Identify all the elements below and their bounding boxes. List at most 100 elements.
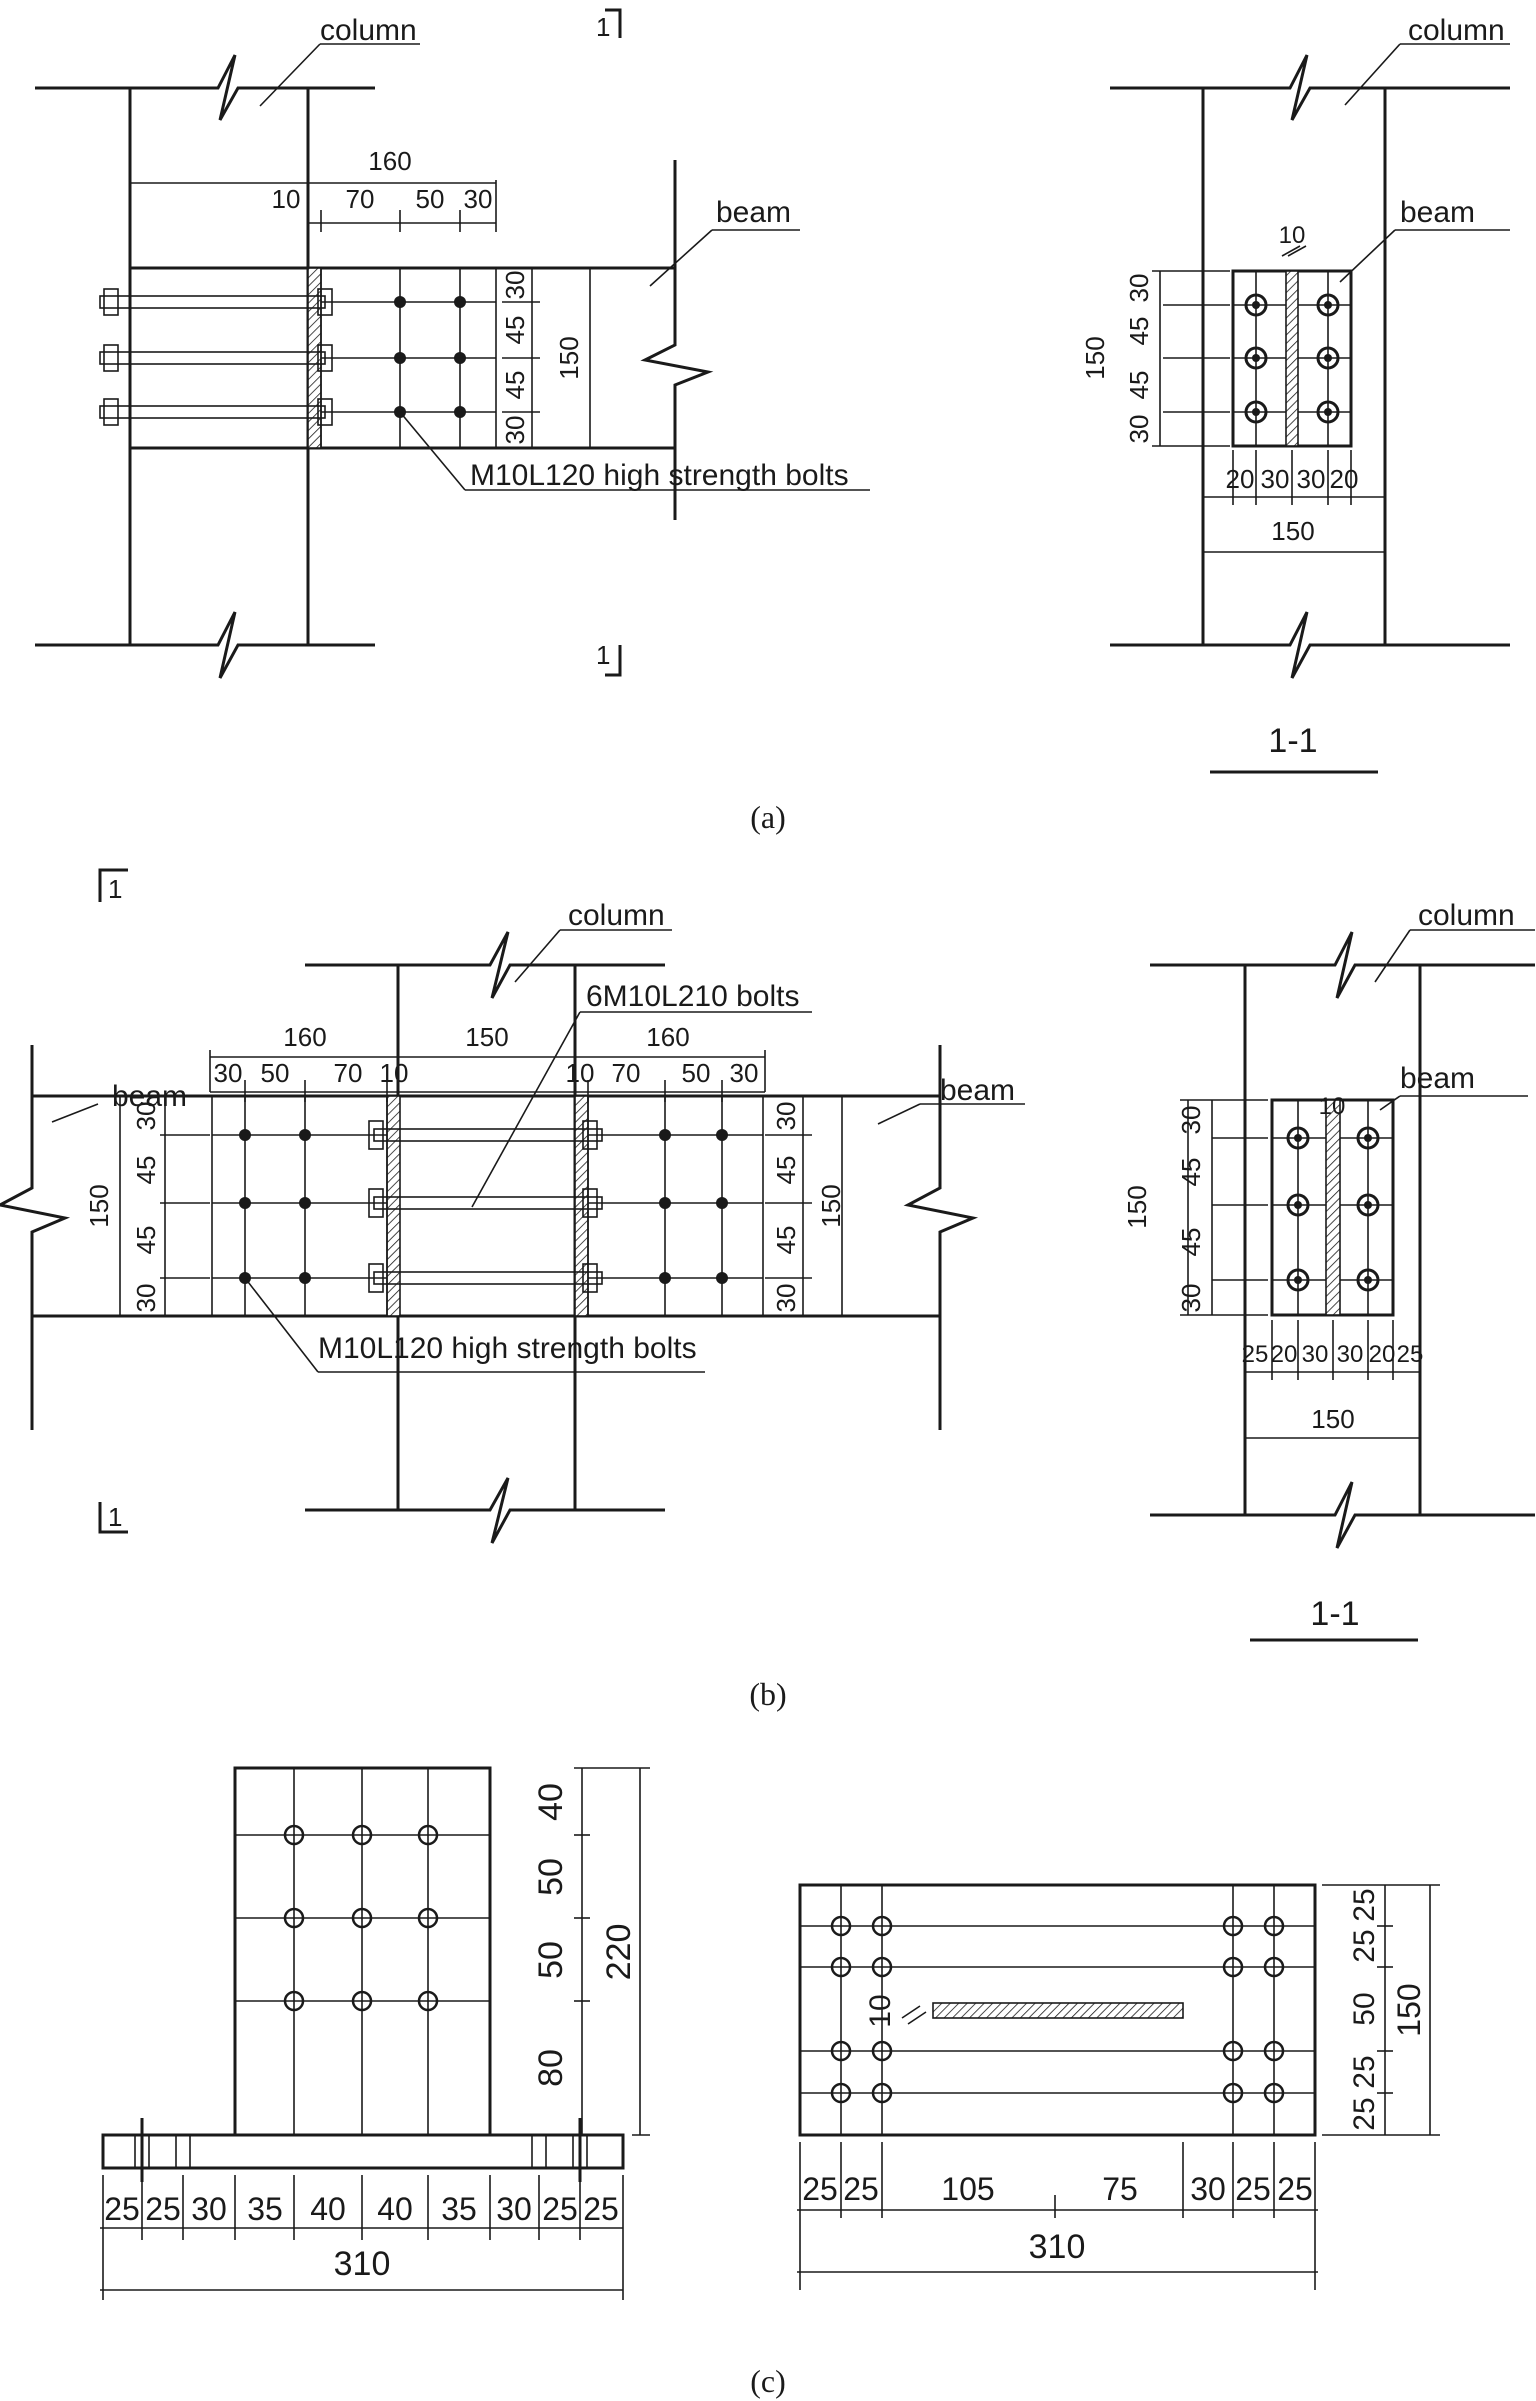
bolt-head [1356, 1126, 1380, 1150]
beam-web [1325, 1099, 1341, 1316]
stub-bolts [283, 1824, 439, 2012]
beam-label: beam [1400, 196, 1475, 229]
dim-d2: 20 [1271, 1341, 1298, 1368]
bolt-head [1244, 293, 1268, 317]
splice-plate-right [587, 1095, 764, 1317]
dim-d3: 50 [682, 1058, 711, 1088]
section-title: 1-1 [1310, 1595, 1359, 1633]
dim-d1: 30 [1176, 1106, 1206, 1135]
dim-d2: 50 [261, 1058, 290, 1088]
dim-d2: 70 [346, 184, 375, 214]
dims-bottom: 25 25 105 75 30 25 25 310 [797, 2142, 1318, 2290]
dims-bottom: 25 20 30 30 20 25 150 [1242, 1320, 1424, 1439]
bolt-hole [417, 1990, 439, 2012]
dim-d5: 30 [1190, 2171, 1226, 2207]
flange-bolts [134, 2118, 588, 2182]
dim-d3: 45 [500, 371, 530, 400]
column-break-top [1110, 54, 1510, 121]
caption-a: (a) [750, 799, 786, 835]
dim-d4: 30 [131, 1284, 161, 1313]
bolt-hole [1263, 2040, 1285, 2062]
bolt-hole [351, 1907, 373, 1929]
bolt-dot [454, 352, 466, 364]
beam-break [640, 160, 714, 520]
column-leader [1344, 43, 1401, 106]
dims-left: 150 30 45 45 30 [1080, 270, 1230, 447]
panel-a: 160 10 70 50 30 30 45 45 30 150 [35, 8, 1510, 835]
dim-total-mid: 150 [465, 1022, 508, 1052]
dim-d1: 10 [272, 184, 301, 214]
bolt-hole [351, 1990, 373, 2012]
dim-total: 150 [1122, 1185, 1152, 1228]
bolt-head [1316, 293, 1340, 317]
panel-a-section: 10 150 30 45 45 30 20 30 30 20 [1080, 14, 1510, 774]
dim-d10: 25 [583, 2191, 619, 2227]
dim-d1: 40 [532, 1783, 570, 1821]
column-break-bottom [1150, 1481, 1535, 1549]
bolt-head [1286, 1193, 1310, 1217]
bolt-head [1286, 1268, 1310, 1292]
dim-d2: 25 [843, 2171, 879, 2207]
beam-leader-left [51, 1103, 99, 1123]
column-leader [1374, 929, 1411, 983]
panel-b-elevation: 160 150 160 30 50 70 10 10 70 50 30 [0, 868, 1025, 1544]
bolt-dot [454, 406, 466, 418]
column-break-bottom [35, 611, 375, 679]
bolt-hole [417, 1824, 439, 1846]
dim-d7: 35 [441, 2191, 477, 2227]
beam-label-left: beam [112, 1080, 187, 1113]
beam-label-right: beam [940, 1074, 1015, 1107]
dim-total-right: 160 [646, 1022, 689, 1052]
column-label: column [568, 899, 665, 932]
dim-total: 310 [334, 2245, 391, 2283]
bolt-head [1316, 346, 1340, 370]
dims-top: 160 150 160 30 50 70 10 10 70 50 30 [209, 1022, 766, 1102]
web-plate-section [932, 2002, 1184, 2019]
beam-break-left [0, 1045, 71, 1430]
dim-total-left: 160 [283, 1022, 326, 1052]
bolt-hole [871, 2040, 893, 2062]
dims-top: 160 10 70 50 30 [130, 146, 497, 232]
dim-d1: 30 [1124, 274, 1154, 303]
dim-d3: 45 [1176, 1228, 1206, 1257]
bolt-dot [716, 1129, 728, 1141]
dim-d4: 20 [1330, 464, 1359, 494]
beam-web [1285, 270, 1299, 447]
dim-d5: 25 [1348, 2097, 1381, 2130]
bolt-head [1316, 400, 1340, 424]
bolt-hole [283, 1990, 305, 2012]
dims-side: 30 45 45 30 150 [500, 267, 598, 449]
bolt-dot [239, 1129, 251, 1141]
beam-break-right [903, 1045, 979, 1430]
section-mark-label: 1 [596, 12, 610, 42]
bolt-head [1286, 1126, 1310, 1150]
dim-d3: 45 [771, 1226, 801, 1255]
bolt-dot [299, 1197, 311, 1209]
dim-d4: 30 [500, 416, 530, 445]
bolt-hole [871, 1956, 893, 1978]
splice-plate-left [211, 1095, 388, 1317]
column-label: column [1418, 899, 1515, 932]
long-bolt [99, 288, 333, 316]
plate-thickness: 10 [1319, 1093, 1346, 1120]
dim-total: 150 [1311, 1404, 1354, 1434]
dim-d6: 25 [1397, 1341, 1424, 1368]
dim-d3: 30 [1302, 1341, 1329, 1368]
panel-b: 160 150 160 30 50 70 10 10 70 50 30 [0, 868, 1535, 1712]
bolt-dot [394, 296, 406, 308]
dim-d1: 30 [131, 1102, 161, 1131]
panel-c-elevation: 40 50 50 80 220 25 25 30 35 40 40 3 [100, 1766, 650, 2300]
column-label: column [1408, 14, 1505, 47]
beam-leader-right [877, 1103, 921, 1125]
dim-d4: 30 [1124, 415, 1154, 444]
hs-bolts [394, 296, 466, 418]
dims-right: 40 50 50 80 220 [532, 1767, 650, 2136]
dim-d7: 25 [1277, 2171, 1313, 2207]
dim-d4: 30 [1176, 1284, 1206, 1313]
through-bolt [368, 1263, 603, 1293]
dim-d1: 30 [500, 271, 530, 300]
stub-grid [235, 1768, 490, 2135]
column-break-top [35, 54, 375, 121]
bolt-dot [454, 296, 466, 308]
